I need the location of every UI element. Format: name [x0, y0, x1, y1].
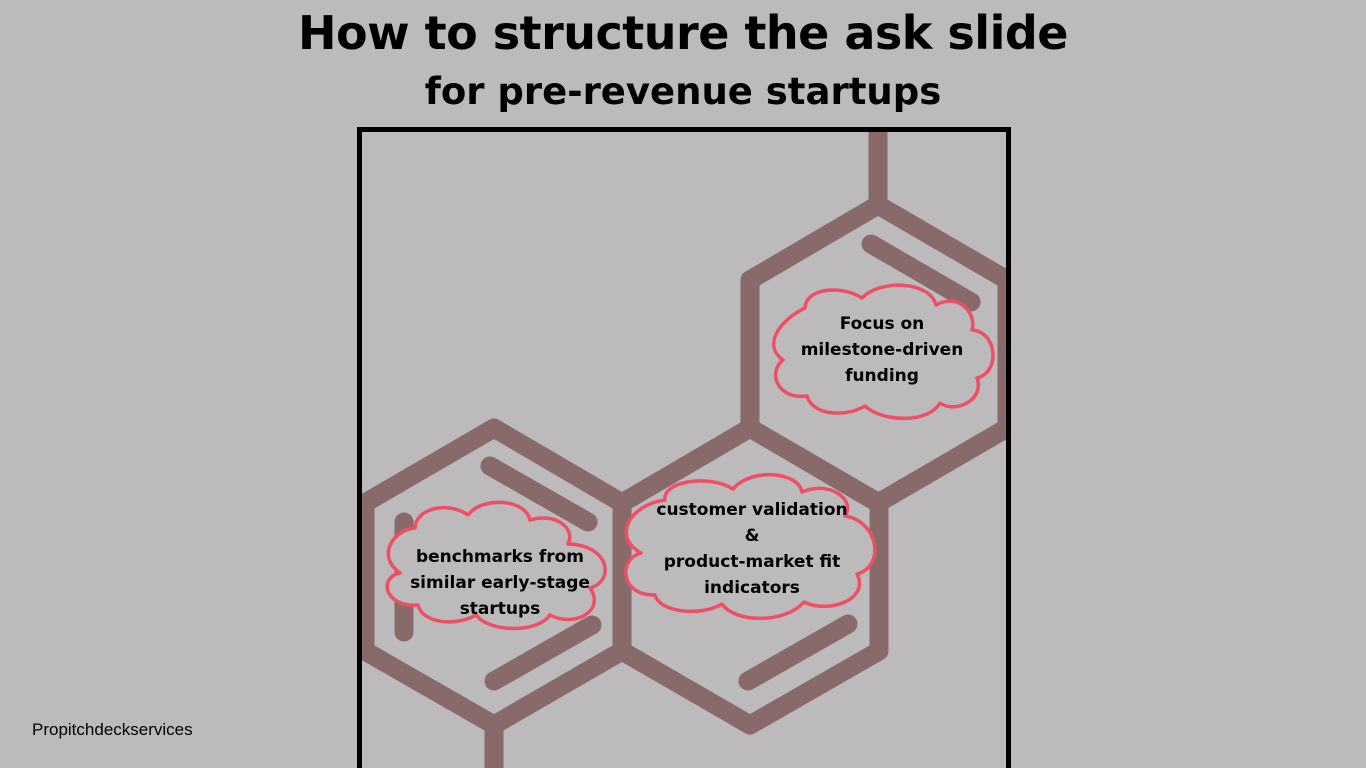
cloud-text-benchmarks: benchmarks from similar early-stage star…	[410, 547, 590, 619]
page-subtitle: for pre-revenue startups	[424, 70, 942, 113]
double-bond-left-bottom	[484, 615, 602, 691]
cloud-middle	[624, 473, 877, 621]
page-title: How to structure the ask slide	[298, 6, 1068, 60]
double-bond-top-right	[861, 234, 981, 312]
cloud-text-milestone-funding: Focus on milestone-driven funding	[800, 314, 964, 386]
cloud-left	[385, 500, 607, 631]
footer-brand: Propitchdeckservices	[32, 720, 193, 739]
double-bond-middle	[738, 614, 858, 691]
cloud-top-right	[772, 283, 995, 421]
double-bond-left-top	[480, 456, 598, 532]
diagram-frame	[357, 127, 1011, 768]
cloud-text-customer-validation: customer validation & product-market fit…	[656, 500, 848, 598]
